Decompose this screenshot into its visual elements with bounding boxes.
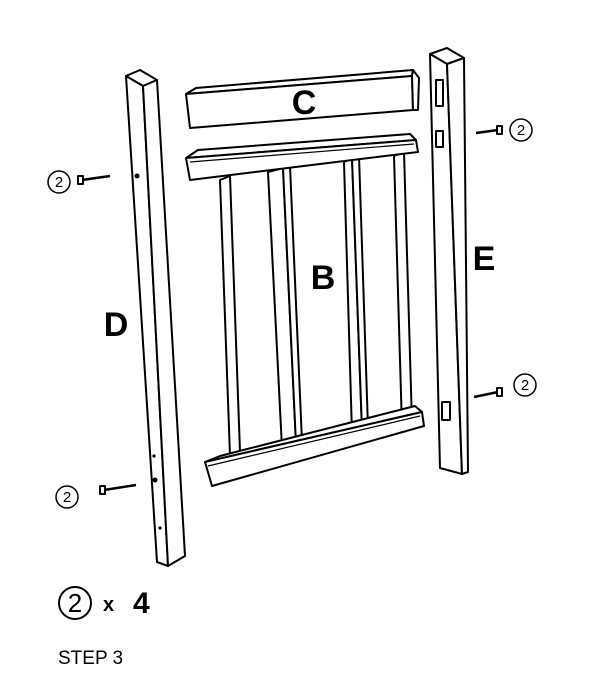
- numbered-circle-icon: [513, 373, 537, 397]
- screw-icon: [475, 125, 503, 135]
- post-d: [125, 69, 186, 567]
- part-label-d: D: [104, 306, 129, 344]
- numbered-circle-icon: [55, 485, 79, 509]
- step-label: STEP 3: [58, 648, 123, 669]
- rail-top-lower: [185, 133, 419, 181]
- part-label-e: E: [473, 240, 496, 278]
- quantity-indicator: 2 x 4: [58, 586, 150, 620]
- callout-number: 2: [521, 377, 529, 394]
- screw-icon: [473, 387, 503, 399]
- quantity-count: 4: [133, 587, 150, 620]
- callout-left-bottom: 2: [55, 485, 79, 509]
- numbered-circle-icon: [509, 118, 533, 142]
- post-e: [429, 47, 469, 475]
- quantity-multiplier: x: [103, 594, 114, 616]
- numbered-circle-icon: [47, 170, 71, 194]
- numbered-circle-icon: [58, 586, 92, 620]
- callout-left-top: 2: [47, 170, 71, 194]
- part-label-b: B: [311, 259, 336, 297]
- callout-number: 2: [63, 489, 71, 506]
- rail-bottom: [204, 405, 425, 487]
- callout-right-top: 2: [509, 118, 533, 142]
- part-label-c: C: [292, 84, 317, 122]
- screw-icon: [77, 174, 111, 185]
- callout-number: 2: [517, 122, 525, 139]
- screw-icon: [99, 483, 137, 495]
- rail-c-upper: [185, 69, 420, 129]
- slats-b: [219, 151, 413, 457]
- callout-right-bottom: 2: [513, 373, 537, 397]
- quantity-item: 2: [68, 588, 82, 618]
- callout-number: 2: [55, 174, 63, 191]
